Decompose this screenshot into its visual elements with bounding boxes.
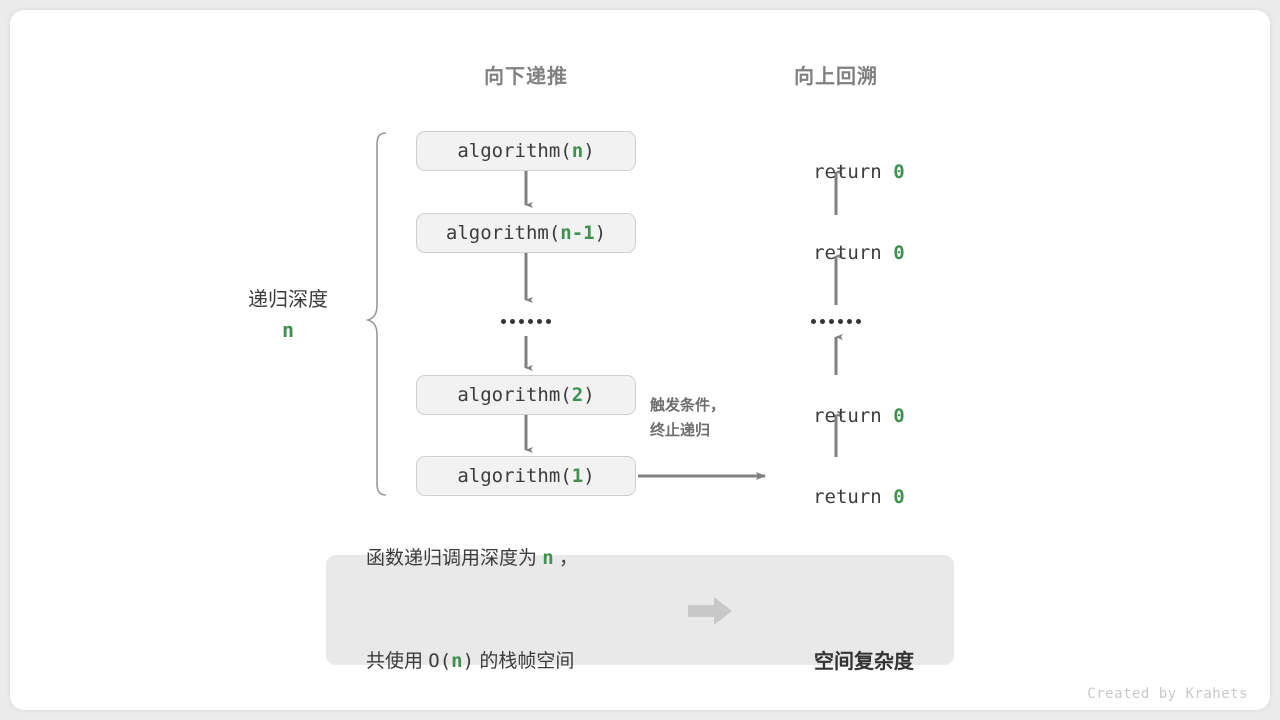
return-value-2: 0 (893, 242, 905, 264)
return-keyword-1: return (813, 161, 894, 183)
return-statement-4: return 0 (767, 464, 905, 530)
call-box-n-minus-1[interactable]: algorithm(n-1) (416, 213, 636, 253)
summary-complexity-title: 空间复杂度 (814, 651, 914, 673)
call-box-2-suffix: ) (583, 384, 595, 406)
summary-left-line2-a: 共使用 (366, 651, 429, 672)
recursion-depth-value: n (281, 318, 295, 342)
call-box-n[interactable]: algorithm(n) (416, 131, 636, 171)
return-value-3: 0 (893, 405, 905, 427)
return-value-1: 0 (893, 161, 905, 183)
call-box-1-arg: 1 (571, 465, 584, 487)
call-box-2[interactable]: algorithm(2) (416, 375, 636, 415)
return-keyword-3: return (813, 405, 894, 427)
summary-left-line2-var: n (451, 650, 463, 672)
summary-left-line2-d: 的栈帧空间 (474, 651, 575, 672)
summary-left-text: 函数递归调用深度为 n ， 共使用 O(n) 的栈帧空间 (366, 473, 578, 720)
call-box-n-minus-1-prefix: algorithm( (445, 222, 561, 244)
header-recurse-down: 向下递推 (484, 66, 568, 88)
call-box-n-prefix: algorithm( (457, 140, 572, 162)
termination-condition-label: 触发条件， 终止递归 (650, 393, 725, 443)
summary-left-line2-b: O( (428, 650, 452, 672)
credit-text: Created by Krahets (1087, 686, 1248, 702)
call-box-n-minus-1-suffix: ) (594, 222, 607, 244)
return-statement-3: return 0 (767, 383, 905, 449)
return-statement-1: return 0 (767, 139, 905, 205)
return-keyword-4: return (813, 486, 894, 508)
summary-right-text: 空间复杂度 线性阶 O(n) (774, 577, 954, 720)
call-box-n-arg: n (571, 140, 584, 162)
recursion-depth-text: 递归深度 (248, 289, 328, 311)
summary-panel: 函数递归调用深度为 n ， 共使用 O(n) 的栈帧空间 空间复杂度 线性阶 O… (326, 547, 954, 673)
call-box-1-prefix: algorithm( (457, 465, 572, 487)
summary-left-line1: 函数递归调用深度为 n ， (366, 541, 578, 576)
call-box-1[interactable]: algorithm(1) (416, 456, 636, 496)
call-box-1-suffix: ) (583, 465, 595, 487)
termination-condition-line1: 触发条件， (650, 397, 726, 414)
summary-left-line2-c: ) (462, 650, 475, 672)
summary-left-line1-a: 函数递归调用深度为 (366, 548, 543, 569)
recursion-depth-label: 递归深度 n (248, 283, 328, 342)
summary-left-line2: 共使用 O(n) 的栈帧空间 (366, 644, 578, 679)
return-keyword-2: return (813, 242, 894, 264)
termination-condition-line2: 终止递归 (650, 422, 711, 439)
header-backtrack-up: 向上回溯 (794, 66, 878, 88)
block-arrow-right-icon (688, 597, 732, 625)
summary-left-line1-b: ， (553, 548, 579, 569)
return-value-4: 0 (893, 486, 905, 508)
call-box-2-prefix: algorithm( (457, 384, 572, 406)
ellipsis-right (811, 319, 861, 324)
ellipsis-left (501, 319, 551, 324)
call-box-2-arg: 2 (571, 384, 584, 406)
call-box-n-minus-1-arg: n-1 (560, 222, 595, 244)
return-statement-2: return 0 (767, 220, 905, 286)
summary-left-line1-var: n (542, 547, 554, 569)
call-box-n-suffix: ) (583, 140, 595, 162)
